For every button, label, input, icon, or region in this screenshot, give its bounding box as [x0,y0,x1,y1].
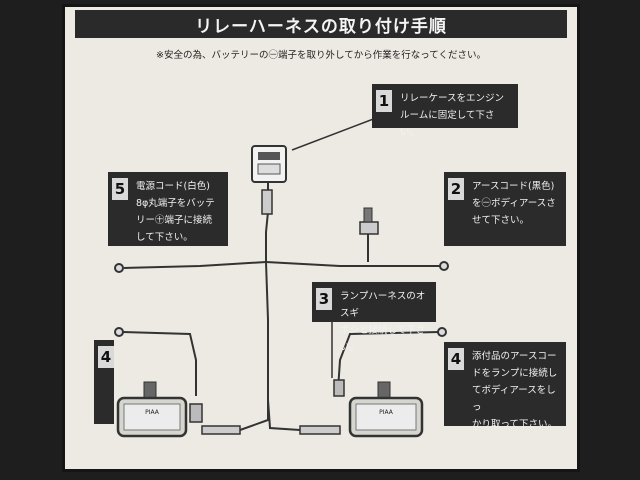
step-4-left-number: 4 [98,346,114,368]
left-lamp-ring-terminal [114,327,124,337]
ground-cord-wire [265,261,442,267]
step-5-text: 電源コード(白色) 8φ丸端子をバッテ リー㊉端子に接続 して下さい。 [136,181,215,243]
left-lamp-connector [189,403,203,423]
lamp-logo-right: PIAA [379,409,394,416]
step-2-number: 2 [448,178,464,200]
step-4-right-label: 4 添付品のアースコー ドをランプに接続し てボディアースをしっ かり取って下さ… [444,342,566,430]
step-4-right-number: 4 [448,348,464,370]
title-bar: リレーハーネスの取り付け手順 [75,10,567,38]
lamp-trunk-right [267,399,301,431]
ground-ring-terminal [439,261,449,271]
step-4-left-label: 4 [94,340,114,424]
step-1-label: 1 リレーケースをエンジン ルームに固定して下さい。 [372,84,518,138]
step-4-right-text: 添付品のアースコー ドをランプに接続し てボディアースをしっ かり取って下さい。 [472,351,558,430]
left-fog-lamp: PIAA [116,381,188,438]
fuse-holder [359,207,379,235]
step-2-text: アースコード(黒色) を㊀ボディアースさ せて下さい。 [472,181,556,226]
leader-line-1 [291,117,377,151]
lamp-trunk-left [239,261,269,431]
left-lamp-ground-wire [121,331,197,396]
step-5-number: 5 [112,178,128,200]
power-cord-wire [123,261,267,269]
left-bullet-connector [201,425,241,435]
step-3-label: 3 ランプハーネスのオスギ ボシと接続して下さい。 [312,282,436,353]
battery-ring-terminal [114,263,124,273]
step-1-number: 1 [376,90,392,112]
wiring-harness [121,117,442,431]
step-1-text: リレーケースをエンジン ルームに固定して下さい。 [400,93,505,138]
step-5-label: 5 電源コード(白色) 8φ丸端子をバッテ リー㊉端子に接続 して下さい。 [108,172,228,246]
right-bullet-connector [299,425,341,435]
relay-case [251,145,287,215]
step-3-text: ランプハーネスのオスギ ボシと接続して下さい。 [340,291,426,353]
step-3-number: 3 [316,288,332,310]
right-lamp-ground-wire [337,331,441,391]
step-2-label: 2 アースコード(黒色) を㊀ボディアースさ せて下さい。 [444,172,566,246]
right-lamp-ring-terminal [437,327,447,337]
safety-notice: ※安全の為、バッテリーの㊀端子を取り外してから作業を行なってください。 [156,50,486,61]
page-title: リレーハーネスの取り付け手順 [195,16,447,37]
right-lamp-connector [333,379,345,397]
lamp-logo-left: PIAA [145,409,160,416]
right-fog-lamp: PIAA [348,381,424,438]
